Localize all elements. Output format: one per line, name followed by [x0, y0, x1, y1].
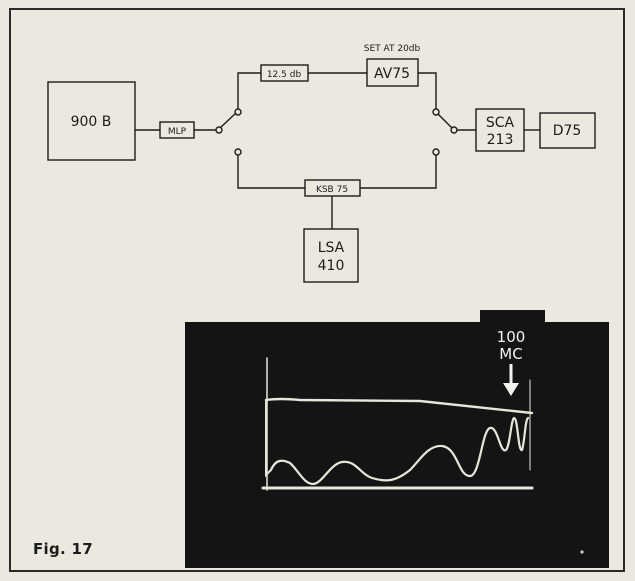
scope-marker-100: 100: [497, 328, 526, 346]
scope-marker-mc: MC: [499, 345, 522, 363]
label-ksb75: KSB 75: [316, 185, 348, 195]
annotation-set-at: SET AT 20db: [364, 44, 421, 54]
switch-left-blade: [221, 113, 236, 127]
label-av75: AV75: [374, 66, 410, 82]
wire-bottom-right: [360, 155, 436, 188]
switch-left-common: [216, 127, 222, 133]
switch-right-blade: [438, 114, 452, 128]
label-213: 213: [487, 132, 514, 148]
label-d75: D75: [553, 123, 582, 139]
wire-top-left: [238, 73, 261, 109]
switch-right-bottom-contact: [433, 149, 439, 155]
wire-bottom-left: [238, 155, 305, 188]
switch-left-top-contact: [235, 109, 241, 115]
figure-label: Fig. 17: [33, 540, 93, 558]
label-attenuator: 12.5 db: [267, 70, 302, 80]
scope-speck: [580, 550, 583, 553]
switch-left-bottom-contact: [235, 149, 241, 155]
label-mlp: MLP: [168, 127, 187, 137]
oscilloscope-photo: 100 MC: [185, 310, 609, 568]
scope-background: [185, 310, 609, 568]
switch-right-common: [451, 127, 457, 133]
label-lsa: LSA: [318, 240, 345, 256]
label-sca: SCA: [486, 115, 515, 131]
label-410: 410: [318, 258, 345, 274]
wire-top-right: [418, 73, 436, 109]
label-900b: 900 B: [71, 114, 112, 130]
